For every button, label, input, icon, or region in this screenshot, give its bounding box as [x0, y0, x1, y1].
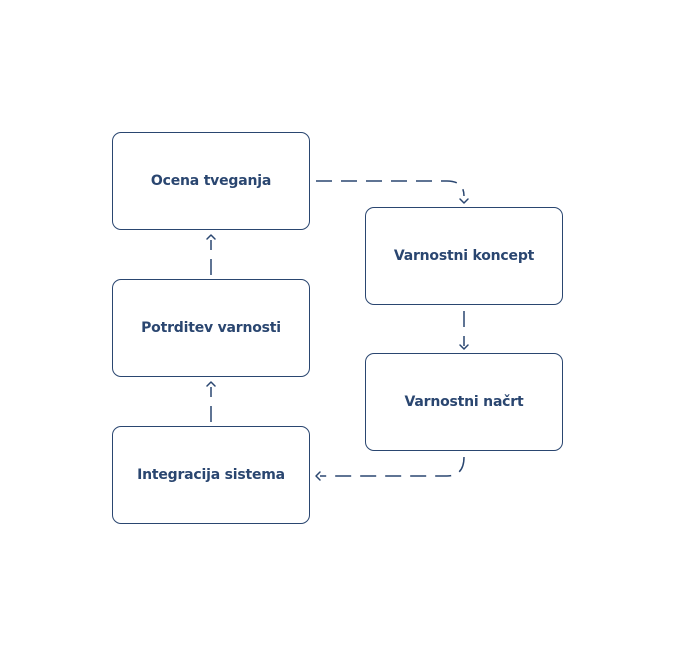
node-label: Potrditev varnosti: [141, 320, 281, 336]
node-label: Ocena tveganja: [150, 173, 272, 189]
node-label: Integracija sistema: [137, 467, 285, 483]
arrowhead-integracija: [315, 471, 321, 481]
node-integracija-sistema: Integracija sistema: [112, 426, 310, 524]
arrowhead-potrditev: [206, 381, 216, 387]
node-label: Varnostni načrt: [404, 394, 524, 410]
node-ocena-tveganja: Ocena tveganja: [112, 132, 310, 230]
arrowhead-ocena: [206, 234, 216, 240]
node-varnostni-nacrt: Varnostni načrt: [365, 353, 563, 451]
node-potrditev-varnosti: Potrditev varnosti: [112, 279, 310, 377]
arrowhead-nacrt: [459, 344, 469, 350]
edge-ocena-to-koncept: [316, 180, 465, 197]
node-label: Varnostni koncept: [393, 248, 535, 264]
edge-nacrt-to-integracija: [320, 456, 465, 477]
node-varnostni-koncept: Varnostni koncept: [365, 207, 563, 305]
arrowhead-koncept: [459, 198, 469, 204]
